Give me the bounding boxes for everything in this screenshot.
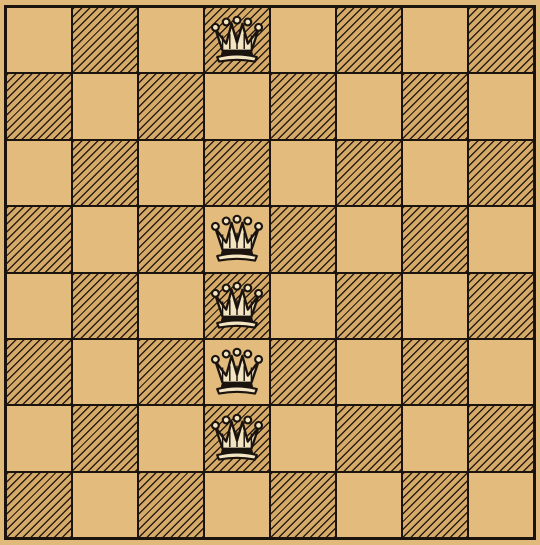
board-square-r7-c4[interactable] xyxy=(271,473,335,537)
board-square-r0-c5[interactable] xyxy=(337,8,401,72)
board-square-r6-c6[interactable] xyxy=(403,406,467,470)
board-square-r5-c3[interactable] xyxy=(205,340,269,404)
board-square-r5-c6[interactable] xyxy=(403,340,467,404)
board-square-r3-c2[interactable] xyxy=(139,207,203,271)
board-square-r1-c2[interactable] xyxy=(139,74,203,138)
board-square-r3-c0[interactable] xyxy=(7,207,71,271)
board-square-r6-c5[interactable] xyxy=(337,406,401,470)
board-square-r3-c5[interactable] xyxy=(337,207,401,271)
board-square-r0-c4[interactable] xyxy=(271,8,335,72)
board-square-r7-c2[interactable] xyxy=(139,473,203,537)
board-square-r6-c7[interactable] xyxy=(469,406,533,470)
board-square-r0-c6[interactable] xyxy=(403,8,467,72)
board-square-r3-c6[interactable] xyxy=(403,207,467,271)
board-square-r1-c5[interactable] xyxy=(337,74,401,138)
board-square-r1-c1[interactable] xyxy=(73,74,137,138)
board-square-r1-c4[interactable] xyxy=(271,74,335,138)
chessboard xyxy=(7,8,533,537)
board-square-r0-c2[interactable] xyxy=(139,8,203,72)
board-square-r0-c0[interactable] xyxy=(7,8,71,72)
chessboard-frame xyxy=(4,5,536,540)
board-square-r4-c4[interactable] xyxy=(271,274,335,338)
queen-icon[interactable] xyxy=(210,413,264,463)
board-square-r2-c5[interactable] xyxy=(337,141,401,205)
board-square-r2-c6[interactable] xyxy=(403,141,467,205)
board-square-r2-c4[interactable] xyxy=(271,141,335,205)
board-square-r6-c0[interactable] xyxy=(7,406,71,470)
board-square-r5-c4[interactable] xyxy=(271,340,335,404)
board-square-r2-c3[interactable] xyxy=(205,141,269,205)
board-square-r3-c7[interactable] xyxy=(469,207,533,271)
board-square-r2-c7[interactable] xyxy=(469,141,533,205)
board-square-r3-c1[interactable] xyxy=(73,207,137,271)
board-square-r4-c6[interactable] xyxy=(403,274,467,338)
board-square-r6-c3[interactable] xyxy=(205,406,269,470)
board-square-r2-c1[interactable] xyxy=(73,141,137,205)
board-square-r4-c7[interactable] xyxy=(469,274,533,338)
board-square-r5-c5[interactable] xyxy=(337,340,401,404)
board-square-r2-c2[interactable] xyxy=(139,141,203,205)
board-square-r4-c2[interactable] xyxy=(139,274,203,338)
board-square-r4-c3[interactable] xyxy=(205,274,269,338)
board-square-r1-c7[interactable] xyxy=(469,74,533,138)
board-square-r5-c0[interactable] xyxy=(7,340,71,404)
board-square-r4-c1[interactable] xyxy=(73,274,137,338)
board-square-r6-c2[interactable] xyxy=(139,406,203,470)
board-square-r1-c3[interactable] xyxy=(205,74,269,138)
board-square-r4-c0[interactable] xyxy=(7,274,71,338)
board-square-r7-c6[interactable] xyxy=(403,473,467,537)
board-square-r3-c4[interactable] xyxy=(271,207,335,271)
board-square-r6-c4[interactable] xyxy=(271,406,335,470)
board-square-r3-c3[interactable] xyxy=(205,207,269,271)
queen-icon[interactable] xyxy=(210,214,264,264)
board-square-r7-c7[interactable] xyxy=(469,473,533,537)
queen-icon[interactable] xyxy=(210,281,264,331)
board-square-r7-c1[interactable] xyxy=(73,473,137,537)
board-square-r5-c1[interactable] xyxy=(73,340,137,404)
board-square-r0-c1[interactable] xyxy=(73,8,137,72)
board-square-r4-c5[interactable] xyxy=(337,274,401,338)
board-square-r7-c0[interactable] xyxy=(7,473,71,537)
queen-icon[interactable] xyxy=(210,347,264,397)
board-square-r1-c0[interactable] xyxy=(7,74,71,138)
board-square-r7-c3[interactable] xyxy=(205,473,269,537)
board-square-r7-c5[interactable] xyxy=(337,473,401,537)
board-square-r1-c6[interactable] xyxy=(403,74,467,138)
board-square-r2-c0[interactable] xyxy=(7,141,71,205)
board-square-r0-c3[interactable] xyxy=(205,8,269,72)
board-square-r5-c7[interactable] xyxy=(469,340,533,404)
queen-icon[interactable] xyxy=(210,15,264,65)
board-square-r6-c1[interactable] xyxy=(73,406,137,470)
board-square-r0-c7[interactable] xyxy=(469,8,533,72)
board-square-r5-c2[interactable] xyxy=(139,340,203,404)
